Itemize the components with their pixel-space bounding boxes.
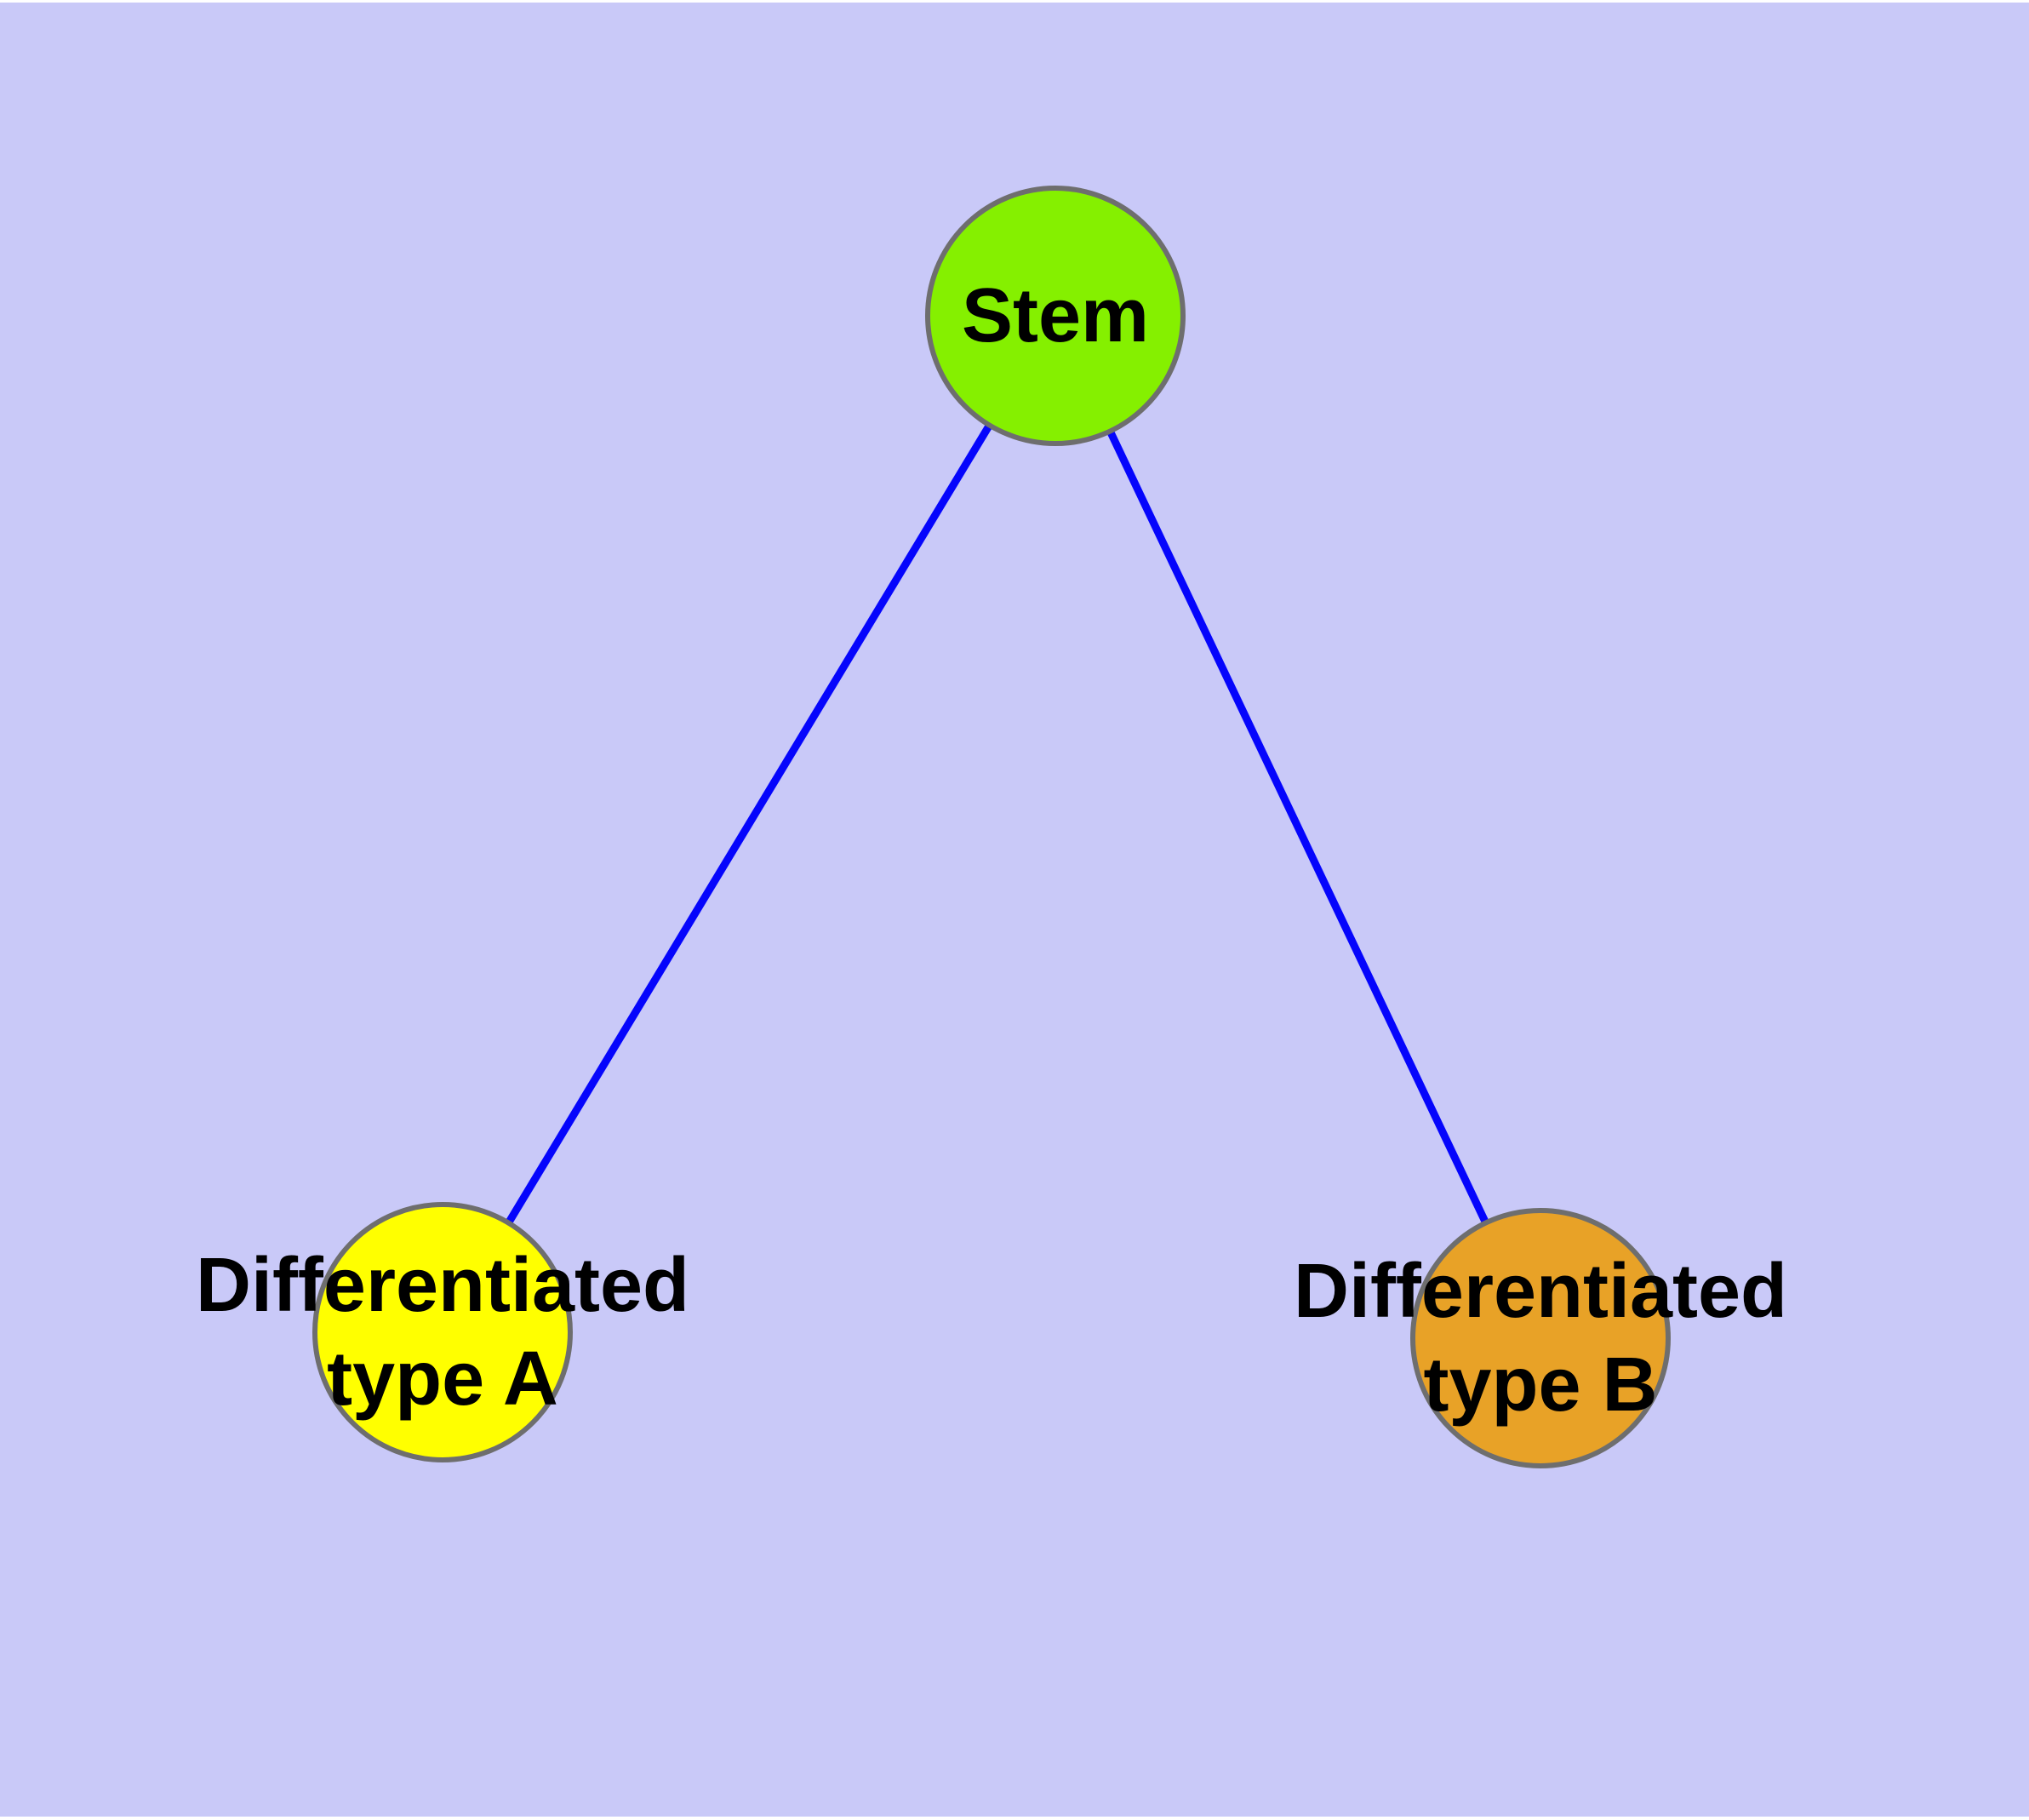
node-stem — [925, 186, 1186, 446]
edge-stem-to-type-a — [439, 313, 1059, 1335]
node-differentiated-type-a — [312, 1202, 573, 1462]
node-differentiated-type-b — [1410, 1208, 1671, 1468]
edge-stem-to-type-b — [1051, 314, 1545, 1340]
node-type-a-label-line2: type A — [327, 1336, 558, 1422]
node-type-b-label-line1: Differentiated — [1294, 1249, 1787, 1334]
node-stem-label: Stem — [962, 273, 1149, 358]
node-type-b-label-line2: type B — [1423, 1342, 1657, 1428]
node-type-a-label-line1: Differentiated — [196, 1243, 689, 1328]
